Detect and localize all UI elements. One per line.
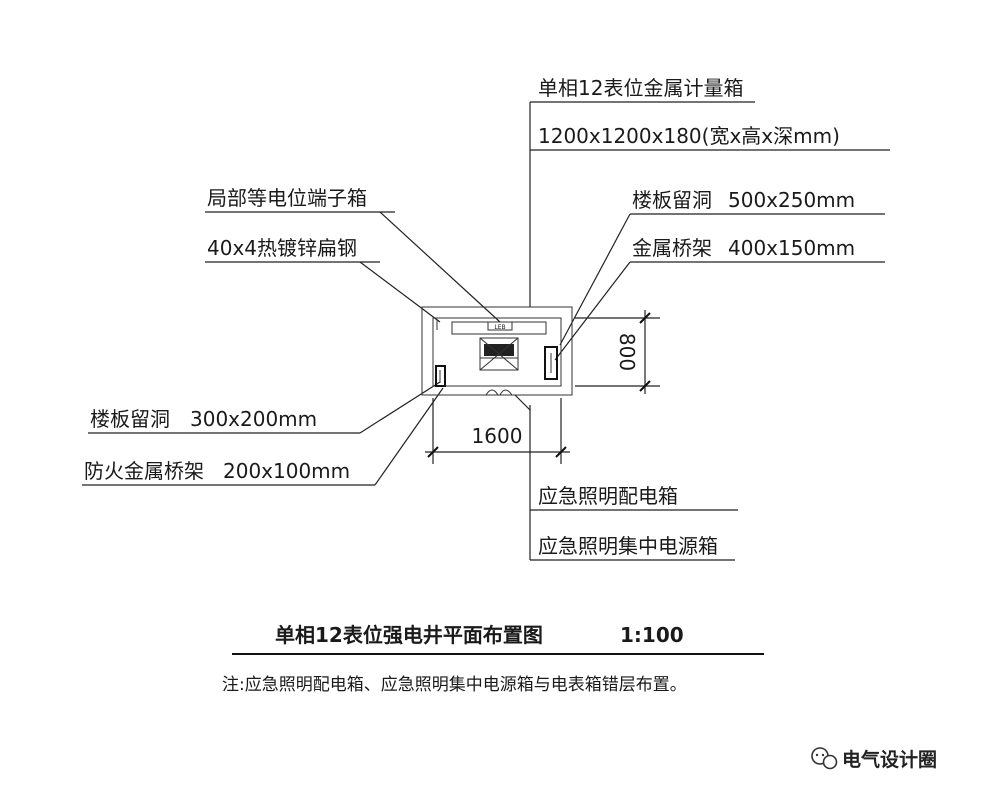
tray-left-label: 防火金属桥架 bbox=[84, 459, 204, 483]
tray-right-label: 金属桥架 bbox=[632, 236, 712, 260]
dimensions: 1600 800 bbox=[425, 310, 660, 464]
leb-box bbox=[487, 321, 513, 331]
equipotential-box-label: 局部等电位端子箱 bbox=[207, 186, 367, 210]
watermark-text: 电气设计圈 bbox=[842, 748, 937, 771]
slab-hole-right-size: 500x250mm bbox=[728, 188, 855, 212]
shaft-plan: LEB bbox=[421, 306, 573, 396]
dim-width: 1600 bbox=[472, 424, 523, 448]
shaft-inner-wall bbox=[432, 317, 562, 387]
drawing-scale: 1:100 bbox=[620, 623, 684, 647]
leader-lines bbox=[82, 101, 890, 561]
shaft-outer-wall bbox=[421, 306, 573, 396]
drawing-note: 注:应急照明配电箱、应急照明集中电源箱与电表箱错层布置。 bbox=[222, 675, 687, 695]
distribution-box-core bbox=[484, 344, 514, 356]
emergency-power-box-label: 应急照明集中电源箱 bbox=[538, 534, 718, 558]
cable-tray-right bbox=[544, 346, 558, 380]
drawing-title: 单相12表位强电井平面布置图 bbox=[275, 623, 543, 647]
labels: 单相12表位金属计量箱 1200x1200x180(宽x高x深mm) 局部等电位… bbox=[84, 76, 855, 558]
slab-hole-left-size: 300x200mm bbox=[190, 407, 317, 431]
distribution-box bbox=[479, 337, 519, 371]
slab-hole-right-label: 楼板留洞 bbox=[632, 188, 712, 212]
dim-height: 800 bbox=[615, 333, 639, 371]
watermark: 电气设计圈 bbox=[811, 747, 937, 771]
leb-tag: LEB bbox=[494, 324, 505, 331]
flat-steel-label: 40x4热镀锌扁钢 bbox=[207, 236, 357, 260]
slab-hole-left-label: 楼板留洞 bbox=[90, 407, 170, 431]
cable-tray-left bbox=[435, 365, 446, 387]
meter-box-size: 1200x1200x180(宽x高x深mm) bbox=[538, 124, 840, 148]
tray-left-size: 200x100mm bbox=[223, 459, 350, 483]
emergency-distribution-box-label: 应急照明配电箱 bbox=[538, 484, 678, 508]
title-block: 单相12表位强电井平面布置图 1:100 注:应急照明配电箱、应急照明集中电源箱… bbox=[222, 623, 764, 695]
tray-right-size: 400x150mm bbox=[728, 236, 855, 260]
wechat-official-account-icon bbox=[811, 747, 838, 770]
meter-box-name: 单相12表位金属计量箱 bbox=[538, 76, 743, 100]
